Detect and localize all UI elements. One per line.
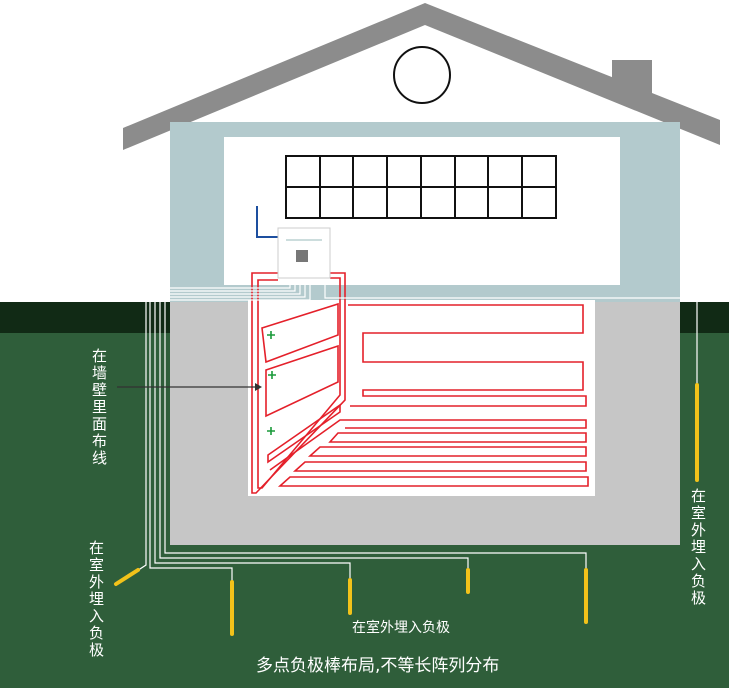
ground-wires xyxy=(119,278,698,583)
roof xyxy=(123,3,720,150)
ground-rods xyxy=(114,383,699,636)
outdoor-bottom-label: 在室外埋入负极 xyxy=(352,620,450,636)
heating-wires xyxy=(251,272,589,494)
arrow-head-icon xyxy=(255,383,262,391)
controller-box xyxy=(277,227,331,279)
wall-wiring-label: 在墙壁里面布线 xyxy=(90,348,108,467)
diagram-caption: 多点负极棒布局,不等长阵列分布 xyxy=(256,656,500,676)
window-grid xyxy=(285,155,557,219)
signal-wire xyxy=(256,206,278,238)
attic-window xyxy=(393,46,451,104)
outdoor-right-label: 在室外埋入负极 xyxy=(689,488,707,607)
outdoor-left-label: 在室外埋入负极 xyxy=(87,540,105,659)
sensor-markers xyxy=(267,331,276,435)
